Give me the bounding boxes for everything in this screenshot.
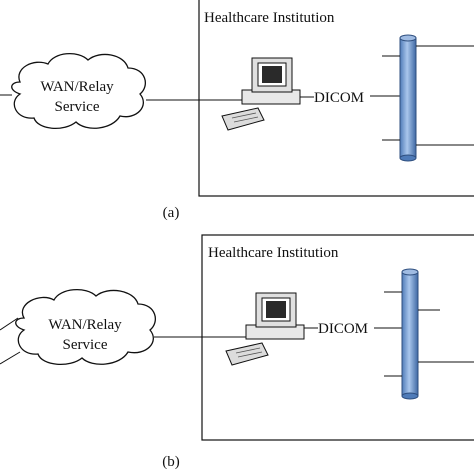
cloud-label-line1: WAN/Relay	[48, 317, 122, 333]
computer-icon	[221, 57, 301, 131]
caption-b: (b)	[162, 454, 180, 470]
institution-title: Healthcare Institution	[208, 245, 339, 261]
computer-icon	[225, 292, 305, 366]
cloud-label-line2: Service	[55, 99, 100, 115]
network-bus-icon	[399, 34, 417, 162]
left-link-top	[0, 317, 19, 331]
panel-a: Healthcare Institution WAN/Relay Service…	[0, 0, 474, 221]
caption-a: (a)	[163, 205, 180, 221]
network-bus-icon	[401, 268, 419, 400]
left-link-bottom	[0, 351, 21, 365]
cloud-label-line1: WAN/Relay	[40, 79, 114, 95]
cloud-icon	[15, 289, 156, 365]
dicom-label: DICOM	[314, 90, 364, 106]
dicom-label: DICOM	[318, 321, 368, 337]
cloud-icon	[11, 53, 146, 129]
cloud-label-line2: Service	[63, 337, 108, 353]
institution-box	[198, 0, 474, 197]
institution-title: Healthcare Institution	[204, 10, 335, 26]
panel-b: Healthcare Institution WAN/Relay Service…	[0, 234, 474, 470]
